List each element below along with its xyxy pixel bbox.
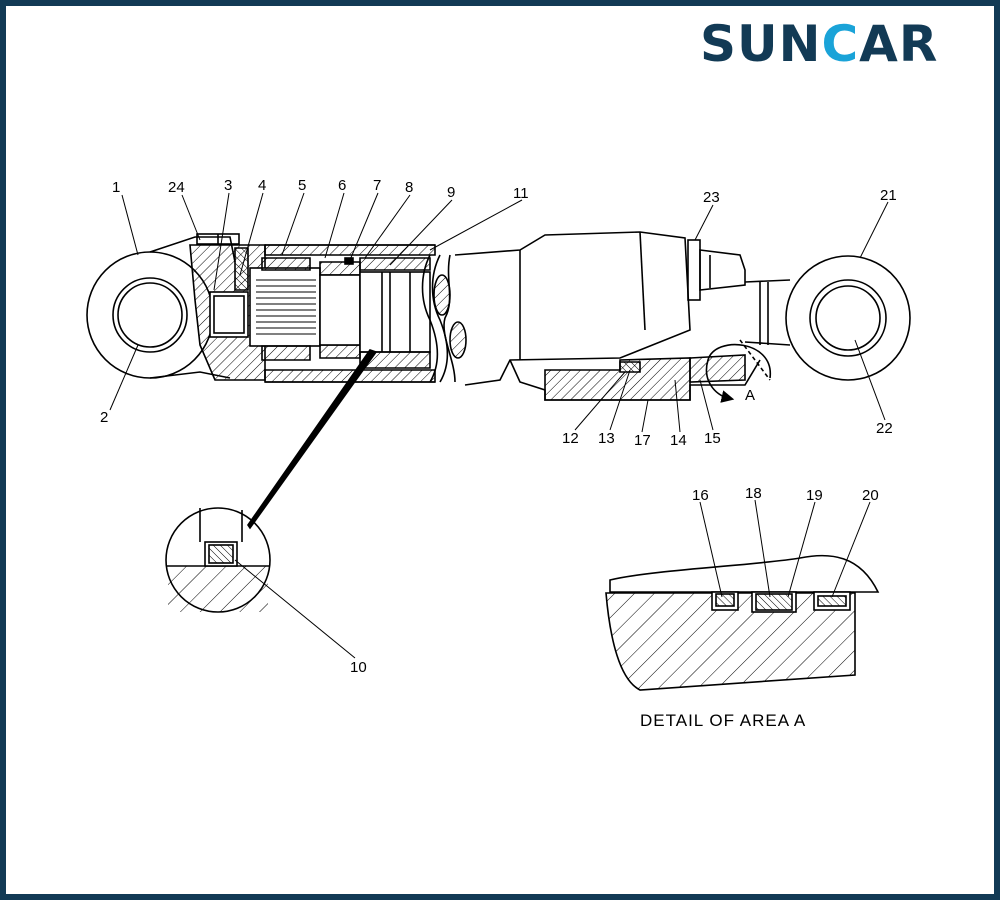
callout-1: 1 bbox=[112, 179, 120, 196]
barrel-tube bbox=[264, 244, 436, 383]
callout-18: 18 bbox=[745, 485, 762, 502]
callout-10: 10 bbox=[350, 659, 367, 676]
piston-rod-section bbox=[359, 257, 431, 369]
bolt-head bbox=[196, 233, 240, 245]
callout-13: 13 bbox=[598, 430, 615, 447]
brand-logo: SUNCAR bbox=[700, 14, 938, 74]
break-section bbox=[421, 254, 467, 383]
callout-11: 11 bbox=[513, 185, 529, 202]
right-head-section bbox=[544, 354, 746, 401]
callout-19: 19 bbox=[806, 487, 823, 504]
callout-16: 16 bbox=[692, 487, 709, 504]
callout-14: 14 bbox=[670, 432, 687, 449]
detail-leader-wedge bbox=[247, 349, 378, 530]
brand-text-right: AR bbox=[859, 15, 939, 73]
callout-17: 17 bbox=[634, 432, 651, 449]
right-rod-eye bbox=[744, 255, 911, 381]
hydraulic-fitting bbox=[687, 239, 746, 301]
callout-3: 3 bbox=[224, 177, 232, 194]
callout-4: 4 bbox=[258, 177, 266, 194]
callout-12: 12 bbox=[562, 430, 579, 447]
detail-circle-inset bbox=[165, 507, 271, 613]
detail-caption: DETAIL OF AREA A bbox=[640, 711, 806, 730]
callout-9: 9 bbox=[447, 184, 455, 201]
brand-text-middle: C bbox=[821, 15, 860, 73]
callout-24: 24 bbox=[168, 179, 185, 196]
piston-section bbox=[249, 257, 361, 361]
area-a-marker bbox=[705, 339, 771, 403]
area-a-label: A bbox=[745, 387, 755, 404]
callout-15: 15 bbox=[704, 430, 721, 447]
callout-21: 21 bbox=[880, 187, 897, 204]
callout-5: 5 bbox=[298, 177, 306, 194]
callout-2: 2 bbox=[100, 409, 108, 426]
callout-23: 23 bbox=[703, 189, 720, 206]
callout-8: 8 bbox=[405, 179, 413, 196]
callout-6: 6 bbox=[338, 177, 346, 194]
callout-7: 7 bbox=[373, 177, 381, 194]
callout-leaders bbox=[109, 192, 889, 659]
callout-22: 22 bbox=[876, 420, 893, 437]
detail-area-a-drawing bbox=[605, 554, 880, 691]
callout-20: 20 bbox=[862, 487, 879, 504]
brand-text-left: SUN bbox=[700, 15, 822, 73]
